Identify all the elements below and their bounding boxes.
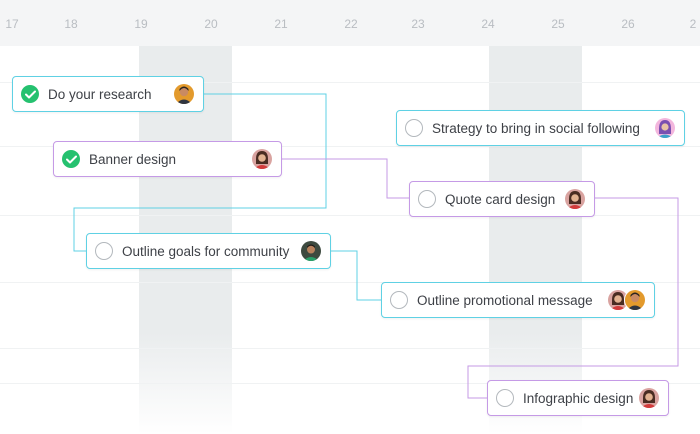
grid-row-line	[0, 215, 700, 216]
avatar	[300, 240, 322, 262]
dependency-line	[282, 158, 409, 199]
task-card-outline-goals-for-community[interactable]: Outline goals for community	[86, 233, 331, 269]
grid-row-line	[0, 348, 700, 349]
dependency-line	[73, 93, 327, 252]
dependency-line	[467, 197, 679, 399]
grid-row-line	[0, 146, 700, 147]
task-title: Outline goals for community	[122, 243, 290, 259]
avatar	[251, 148, 273, 170]
day-label: 23	[411, 17, 425, 31]
task-title: Do your research	[48, 86, 152, 102]
day-label: 22	[344, 17, 358, 31]
task-title: Outline promotional message	[417, 292, 593, 308]
day-label: 25	[551, 17, 565, 31]
avatar	[564, 188, 586, 210]
grid-row-line	[0, 383, 700, 384]
day-label: 2	[689, 17, 697, 31]
incomplete-circle-icon[interactable]	[496, 389, 514, 407]
day-label: 18	[64, 17, 78, 31]
day-label: 24	[481, 17, 495, 31]
grid-row-line	[0, 282, 700, 283]
task-card-strategy-social-following[interactable]: Strategy to bring in social following	[396, 110, 685, 146]
task-title: Infographic design	[523, 390, 634, 406]
day-label: 17	[5, 17, 19, 31]
incomplete-circle-icon[interactable]	[390, 291, 408, 309]
task-title: Banner design	[89, 151, 177, 167]
avatar	[654, 117, 676, 139]
incomplete-circle-icon[interactable]	[405, 119, 423, 137]
incomplete-circle-icon[interactable]	[418, 190, 436, 208]
avatar	[173, 83, 195, 105]
task-card-quote-card-design[interactable]: Quote card design	[409, 181, 595, 217]
task-card-do-your-research[interactable]: Do your research	[12, 76, 204, 112]
grid-row-line	[0, 82, 700, 83]
task-title: Strategy to bring in social following	[432, 120, 640, 136]
day-label: 21	[274, 17, 288, 31]
avatar	[638, 387, 660, 409]
day-label: 20	[204, 17, 218, 31]
timeline-header: 17 18 19 20 21 22 23 24 25 26 2	[0, 0, 700, 46]
incomplete-circle-icon[interactable]	[95, 242, 113, 260]
completed-check-icon[interactable]	[21, 85, 39, 103]
day-label: 19	[134, 17, 148, 31]
task-title: Quote card design	[445, 191, 556, 207]
dependency-line	[331, 250, 381, 301]
task-card-infographic-design[interactable]: Infographic design	[487, 380, 669, 416]
task-card-outline-promotional-message[interactable]: Outline promotional message	[381, 282, 655, 318]
avatar	[607, 289, 629, 311]
completed-check-icon[interactable]	[62, 150, 80, 168]
task-card-banner-design[interactable]: Banner design	[53, 141, 282, 177]
day-label: 26	[621, 17, 635, 31]
avatar	[624, 289, 646, 311]
